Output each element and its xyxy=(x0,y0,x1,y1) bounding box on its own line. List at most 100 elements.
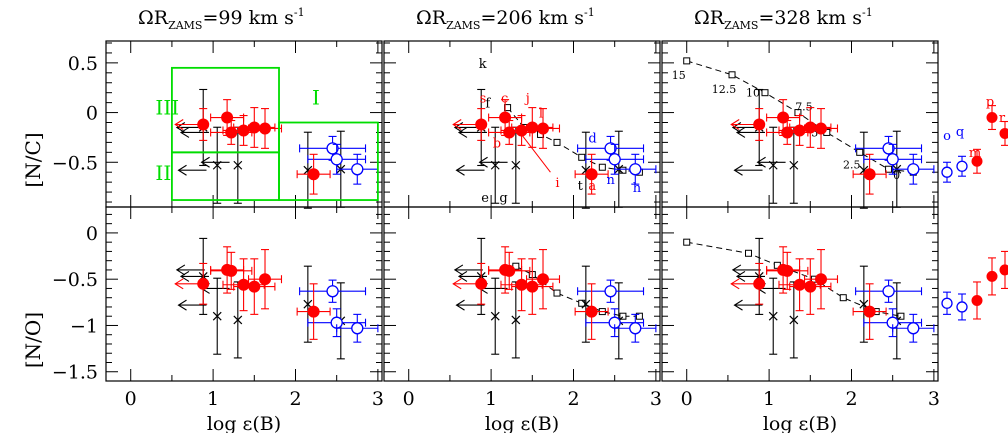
star-label-n: n xyxy=(606,173,615,188)
model-label: 12.5 xyxy=(712,83,737,96)
x-tick-label: 0 xyxy=(681,388,693,410)
y-tick-label: 0 xyxy=(86,103,98,125)
panel-title-2: ΩRZAMS=206 km s-1 xyxy=(416,6,595,32)
blue-point xyxy=(608,153,621,166)
blue-point xyxy=(629,322,642,335)
panel-title-1: ΩRZAMS=99 km s-1 xyxy=(138,6,305,32)
upper-limit-arrow xyxy=(731,264,761,276)
region-label-II: II xyxy=(155,161,171,185)
red-point xyxy=(753,277,766,290)
x-tick-label: 2 xyxy=(845,388,857,410)
cross-point xyxy=(233,315,243,325)
y-tick-label: −1 xyxy=(70,315,98,337)
blue-point xyxy=(351,322,364,335)
red-point xyxy=(475,277,488,290)
x-tick-label: 1 xyxy=(485,388,497,410)
blue-point xyxy=(326,285,339,298)
blue-point xyxy=(330,153,343,166)
region-box-II xyxy=(171,151,280,201)
x-tick-label: 2 xyxy=(567,388,579,410)
red-point xyxy=(804,280,817,293)
x-tick-label: 1 xyxy=(763,388,775,410)
star-label-l: l xyxy=(539,107,543,122)
model-point xyxy=(598,163,606,171)
star-label-k: k xyxy=(479,57,487,72)
model-point xyxy=(745,249,753,257)
y-tick-label: −0.5 xyxy=(52,152,98,174)
fourth-label-p: p xyxy=(986,95,994,110)
red-point xyxy=(237,124,250,137)
x-tick-label: 0 xyxy=(403,388,415,410)
red-point xyxy=(753,118,766,131)
cross-point xyxy=(490,311,500,321)
fourth-point xyxy=(956,301,968,313)
y-axis-labels: [N/C] [N/O] xyxy=(21,132,45,368)
red-point xyxy=(248,280,261,293)
panel-3-no xyxy=(661,206,939,382)
fourth-label-o: o xyxy=(943,129,951,144)
y-label-top: [N/C] xyxy=(21,132,45,187)
y-tick-label: 0.5 xyxy=(68,53,98,75)
blue-point xyxy=(604,142,617,155)
fourth-point xyxy=(999,264,1008,276)
upper-limit-arrow xyxy=(453,264,483,276)
star-label-a: a xyxy=(588,179,596,194)
cross-point xyxy=(789,315,799,325)
model-point xyxy=(635,312,643,320)
red-point xyxy=(307,168,320,181)
red-point xyxy=(781,126,794,139)
red-point xyxy=(781,264,794,277)
red-point xyxy=(259,122,272,135)
fourth-label-r: r xyxy=(999,111,1006,126)
upper-limit-arrow xyxy=(179,270,209,282)
model-point xyxy=(839,294,847,302)
red-point xyxy=(259,273,272,286)
star-label-g: g xyxy=(499,191,507,206)
red-point xyxy=(503,264,516,277)
star-label-h: h xyxy=(633,181,642,196)
upper-limit-arrow xyxy=(733,164,763,176)
upper-limit-arrow xyxy=(177,299,207,311)
panel-frame xyxy=(661,206,939,382)
upper-limit-arrow xyxy=(457,126,487,138)
red-point xyxy=(197,277,210,290)
upper-limit-arrow xyxy=(457,270,487,282)
x-axis-label: log ε(B) xyxy=(763,413,837,433)
region-label-III: III xyxy=(155,96,179,120)
model-point xyxy=(553,138,561,146)
upper-limit-arrow xyxy=(478,156,508,168)
red-errbar xyxy=(574,153,609,195)
region-label-I: I xyxy=(312,86,320,110)
x-tick-label: 0 xyxy=(125,388,137,410)
star-label-e: e xyxy=(481,191,489,206)
model-point xyxy=(761,89,769,97)
red-point xyxy=(225,126,238,139)
fourth-point xyxy=(956,160,968,172)
red-point xyxy=(237,278,250,291)
model-label: 10 xyxy=(746,87,760,100)
x-axis-label: log ε(B) xyxy=(207,413,281,433)
fourth-label-q: q xyxy=(956,125,964,140)
model-label: 5 xyxy=(811,126,818,139)
model-point xyxy=(683,238,691,246)
star-label-f: f xyxy=(485,97,491,112)
blue-point xyxy=(629,163,642,176)
star-label-s: s xyxy=(480,92,487,107)
x-tick-label: 3 xyxy=(928,388,940,410)
upper-limit-arrow xyxy=(735,270,765,282)
star-label-t: t xyxy=(578,179,584,194)
red-point xyxy=(248,121,261,134)
upper-limit-arrow xyxy=(200,156,230,168)
star-label-b: b xyxy=(493,136,501,151)
star-label-d: d xyxy=(588,131,596,146)
x-tick-label: 2 xyxy=(289,388,301,410)
model-point xyxy=(683,57,691,65)
upper-limit-arrow xyxy=(175,264,205,276)
red-point xyxy=(815,273,828,286)
upper-limit-arrow xyxy=(455,164,485,176)
red-point xyxy=(475,118,488,131)
